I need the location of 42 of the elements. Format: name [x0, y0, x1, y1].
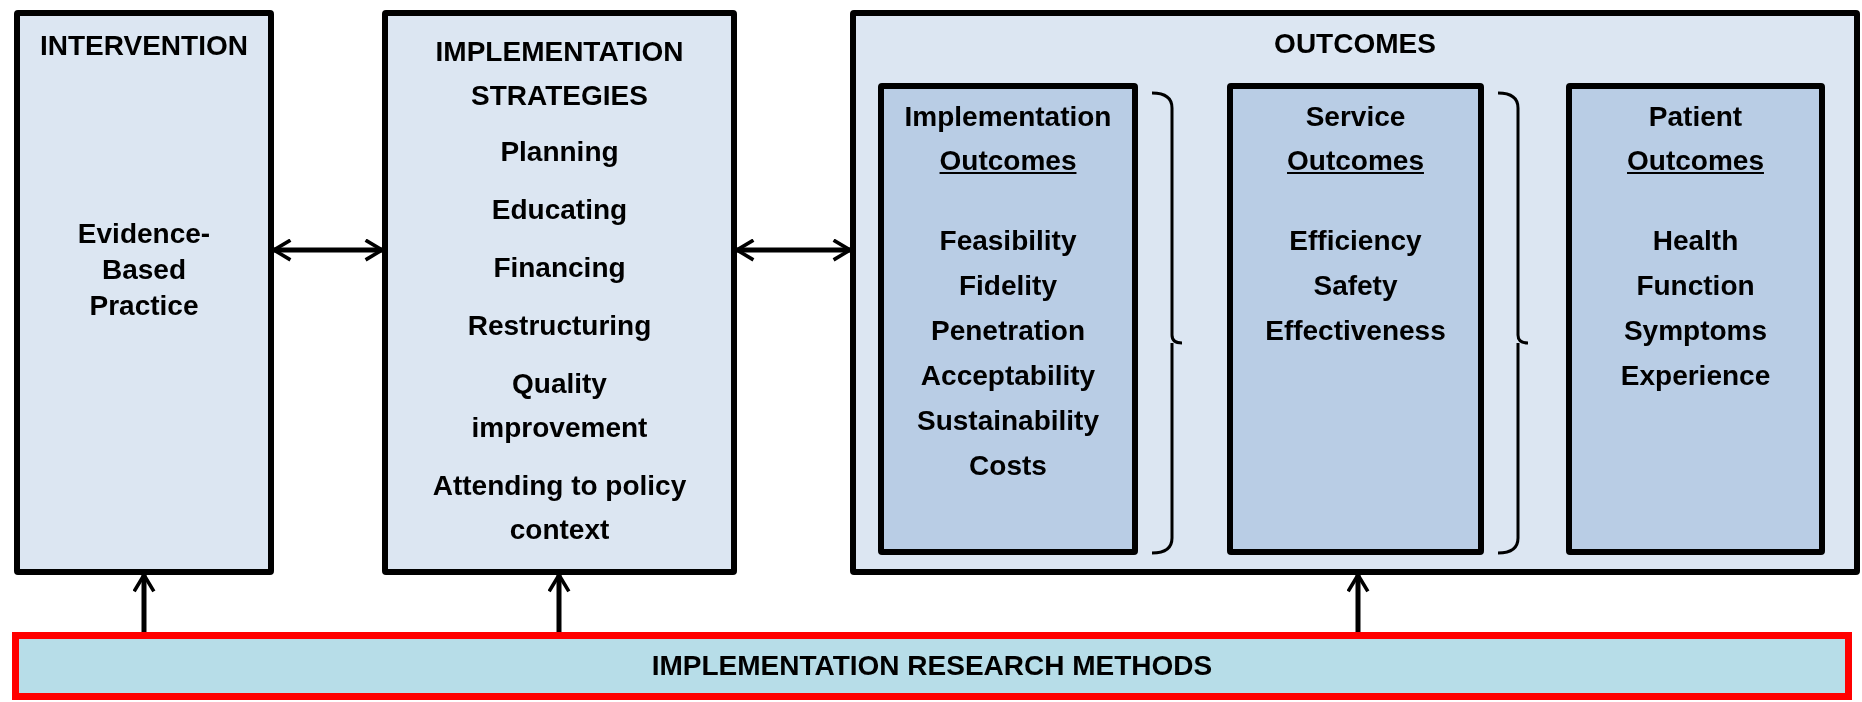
arrow: [132, 573, 156, 632]
methods-bar: [12, 632, 1852, 700]
outcome-item: Symptoms: [1623, 314, 1768, 348]
outcome-heading: Implementation: [904, 100, 1112, 134]
strategy-item: Attending to policy context: [431, 469, 688, 547]
outcome-item: Safety: [1313, 269, 1398, 303]
arrow: [272, 238, 384, 262]
outcome-item: Function: [1636, 269, 1755, 303]
outcome-item: Experience: [1620, 359, 1771, 393]
strategy-item: Financing: [493, 251, 626, 285]
outcome-item: Effectiveness: [1265, 314, 1446, 348]
outcome-box: [1566, 83, 1825, 555]
strategy-item: Restructuring: [467, 309, 652, 343]
outcome-heading: Service: [1305, 100, 1406, 134]
strategy-item: Planning: [500, 135, 619, 169]
column-heading: IMPLEMENTATION STRATEGIES: [434, 35, 685, 113]
arrow: [547, 573, 571, 632]
outcome-heading: Patient: [1648, 100, 1743, 134]
intervention-box: [14, 10, 274, 575]
outcome-box: [878, 83, 1138, 555]
outcome-heading: Outcomes: [939, 144, 1077, 178]
strategies-box: [382, 10, 737, 575]
outcome-item: Acceptability: [920, 359, 1096, 393]
outcome-item: Feasibility: [939, 224, 1077, 258]
column-heading: OUTCOMES: [1274, 27, 1436, 61]
outcome-item: Health: [1652, 224, 1739, 258]
outcomes-panel: [850, 10, 1860, 575]
arrow: [735, 238, 852, 262]
outcome-heading: Outcomes: [1627, 144, 1764, 178]
outcome-item: Sustainability: [916, 404, 1099, 438]
outcome-heading: Outcomes: [1287, 144, 1424, 178]
arrow: [1346, 573, 1370, 632]
strategy-item: Educating: [491, 193, 628, 227]
outcome-item: Costs: [969, 449, 1047, 483]
strategy-item: Quality improvement: [470, 367, 649, 445]
bar-label: IMPLEMENTATION RESEARCH METHODS: [651, 651, 1213, 681]
outcome-item: Penetration: [931, 314, 1085, 348]
outcome-box: [1227, 83, 1484, 555]
outcome-item: Fidelity: [959, 269, 1057, 303]
practice-label: Evidence-Based Practice: [76, 217, 212, 323]
outcome-item: Efficiency: [1289, 224, 1422, 258]
column-heading: INTERVENTION: [40, 29, 248, 63]
